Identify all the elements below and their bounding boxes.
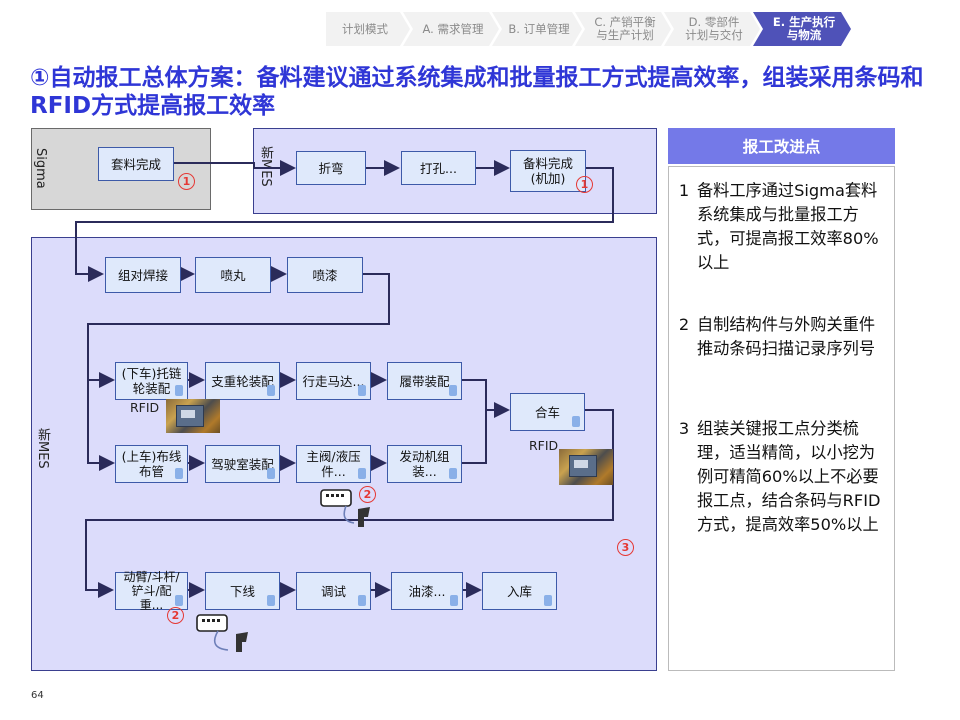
sigma-label: Sigma — [33, 148, 48, 189]
step-label: 动臂/斗杆/ 铲斗/配 重... — [123, 570, 180, 612]
rfid-reader-photo — [559, 449, 613, 485]
step-cab-assembly[interactable]: 驾驶室装配 — [205, 445, 280, 483]
step-oil-paint[interactable]: 油漆... — [391, 572, 463, 610]
step-welding[interactable]: 组对焊接 — [105, 257, 181, 293]
step-track-assembly[interactable]: 履带装配 — [387, 362, 462, 400]
badge-two: 2 — [167, 607, 184, 624]
nav-production-execution[interactable]: E. 生产执行 与物流 — [753, 12, 851, 46]
step-label: 入库 — [506, 583, 532, 599]
step-bending[interactable]: 折弯 — [296, 151, 366, 185]
step-label: 备料完成 (机加) — [522, 156, 573, 186]
step-travel-motor[interactable]: 行走马达... — [296, 362, 371, 400]
step-warehousing[interactable]: 入库 — [482, 572, 557, 610]
step-label: 套料完成 — [110, 156, 161, 172]
nav-demand-management[interactable]: A. 需求管理 — [403, 12, 499, 46]
item-text: 自制结构件与外购关重件推动条码扫描记录序列号 — [697, 315, 876, 358]
improvement-item: 3 组装关键报工点分类梳理，适当精简，以小挖为例可精简60%以上不必要报工点，结… — [671, 417, 891, 537]
barcode-scanner-icon — [196, 614, 248, 652]
step-label: (下车)托链 轮装配 — [121, 366, 182, 396]
barcode-scanner-icon — [320, 489, 370, 527]
step-shot-blast[interactable]: 喷丸 — [195, 257, 271, 293]
rfid-label: RFID — [130, 400, 160, 415]
step-label: 调试 — [320, 583, 346, 599]
page-title: ①自动报工总体方案：备料建议通过系统集成和批量报工方式提高效率，组装采用条码和R… — [30, 65, 924, 119]
step-boom[interactable]: 动臂/斗杆/ 铲斗/配 重... — [115, 570, 188, 612]
step-drilling[interactable]: 打孔... — [401, 151, 476, 185]
step-label: 发动机组 装... — [399, 449, 450, 479]
item-number: 2 — [678, 315, 690, 334]
step-label: 主阀/液压 件... — [306, 449, 361, 479]
step-engine-assembly[interactable]: 发动机组 装... — [387, 445, 462, 483]
step-lower-chain[interactable]: (下车)托链 轮装配 — [115, 362, 188, 400]
mes-top-label: 新MES — [258, 146, 273, 187]
step-merge[interactable]: 合车 — [510, 393, 585, 431]
improvements-heading: 报工改进点 — [668, 128, 895, 164]
improvement-item: 2 自制结构件与外购关重件推动条码扫描记录序列号 — [671, 313, 891, 361]
badge-two: 2 — [359, 486, 376, 503]
improvement-item: 1 备料工序通过Sigma套料系统集成与批量报工方式，可提高报工效率80%以上 — [671, 179, 891, 275]
step-label: (上车)布线 布管 — [121, 449, 182, 479]
item-text: 备料工序通过Sigma套料系统集成与批量报工方式，可提高报工效率80%以上 — [697, 181, 879, 272]
step-kitting-done[interactable]: 备料完成 (机加) — [510, 150, 586, 192]
badge-one: 1 — [178, 173, 195, 190]
step-sigma-kitting[interactable]: 套料完成 — [98, 147, 174, 181]
step-label: 履带装配 — [399, 373, 450, 389]
nav-balance-planning[interactable]: C. 产销平衡 与生产计划 — [575, 12, 671, 46]
process-nav: 计划模式 A. 需求管理 B. 订单管理 C. 产销平衡 与生产计划 D. 零部… — [326, 12, 851, 46]
step-painting[interactable]: 喷漆 — [287, 257, 363, 293]
step-label: 下线 — [229, 583, 255, 599]
step-label: 驾驶室装配 — [211, 456, 274, 472]
nav-parts-planning[interactable]: D. 零部件 计划与交付 — [664, 12, 760, 46]
rfid-reader-photo — [166, 399, 220, 433]
step-label: 喷漆 — [312, 267, 338, 283]
page-number: 64 — [31, 690, 44, 701]
step-debugging[interactable]: 调试 — [296, 572, 371, 610]
step-label: 油漆... — [408, 583, 446, 599]
nav-order-management[interactable]: B. 订单管理 — [492, 12, 582, 46]
improvements-list: 1 备料工序通过Sigma套料系统集成与批量报工方式，可提高报工效率80%以上 … — [668, 166, 895, 671]
step-roller-assembly[interactable]: 支重轮装配 — [205, 362, 280, 400]
step-label: 折弯 — [318, 160, 344, 176]
step-label: 打孔... — [420, 160, 457, 176]
step-offline[interactable]: 下线 — [205, 572, 280, 610]
step-label: 行走马达... — [302, 373, 365, 389]
badge-three: 3 — [617, 539, 634, 556]
rfid-label: RFID — [529, 438, 559, 453]
step-label: 合车 — [534, 404, 560, 420]
item-text: 组装关键报工点分类梳理，适当精简，以小挖为例可精简60%以上不必要报工点，结合条… — [697, 419, 881, 534]
mes-main-label: 新MES — [35, 428, 50, 469]
nav-plan-mode[interactable]: 计划模式 — [326, 12, 410, 46]
step-label: 组对焊接 — [117, 267, 168, 283]
step-main-valve[interactable]: 主阀/液压 件... — [296, 445, 371, 483]
step-label: 喷丸 — [220, 267, 246, 283]
step-upper-wiring[interactable]: (上车)布线 布管 — [115, 445, 188, 483]
step-label: 支重轮装配 — [211, 373, 274, 389]
item-number: 3 — [678, 419, 690, 438]
item-number: 1 — [678, 181, 690, 200]
badge-one: 1 — [576, 176, 593, 193]
